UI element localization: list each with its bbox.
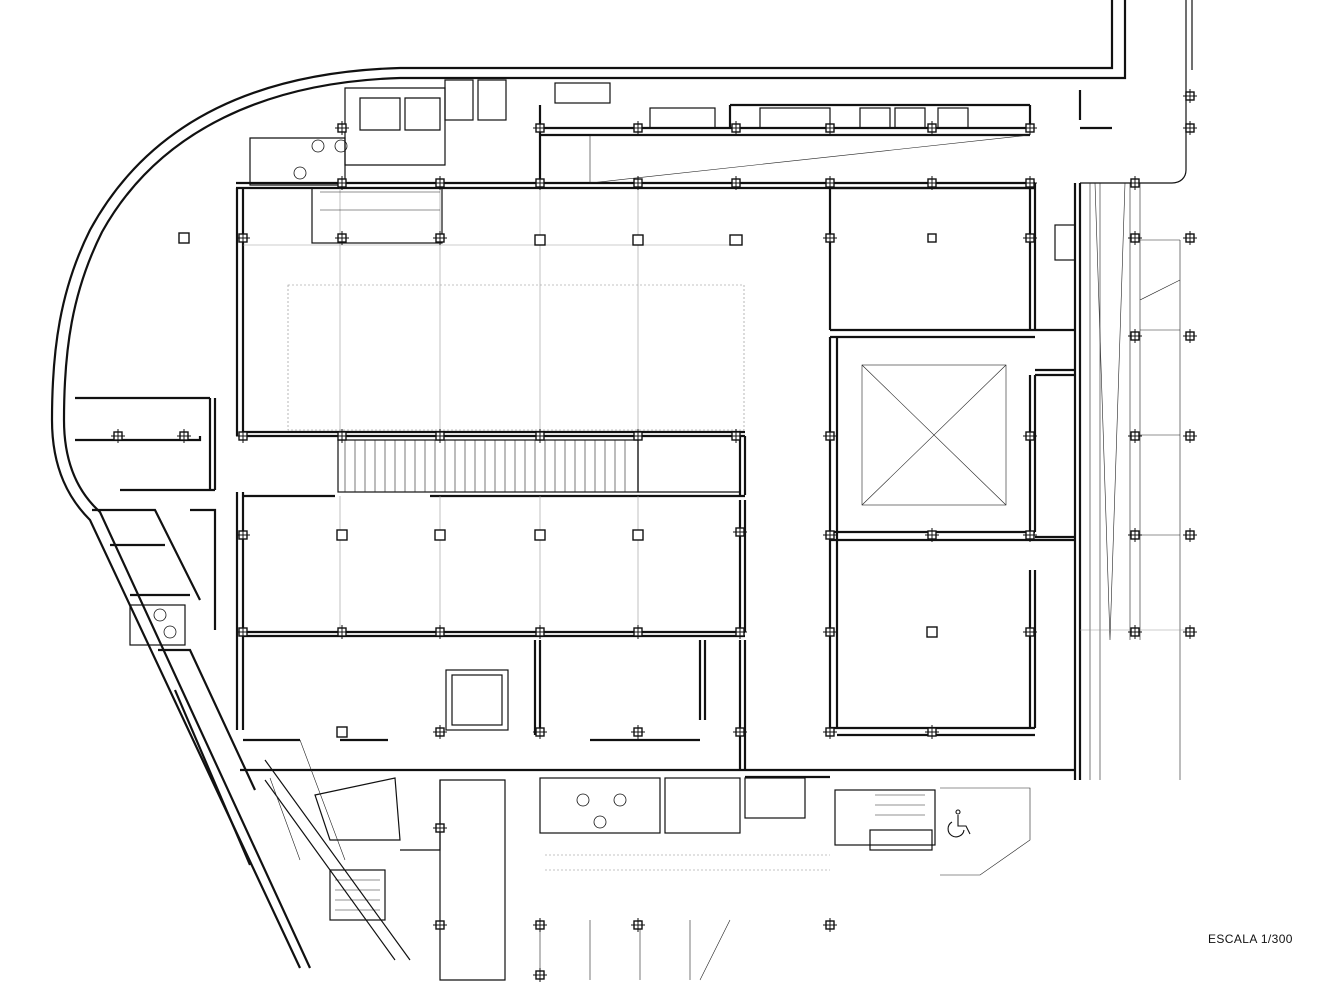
curved-facade bbox=[50, 0, 1193, 969]
structural-columns bbox=[111, 89, 1197, 982]
interior-details bbox=[75, 79, 1190, 981]
scale-label: ESCALA 1/300 bbox=[1208, 932, 1293, 946]
main-walls bbox=[235, 90, 1112, 780]
accessible-toilet-icons bbox=[153, 139, 627, 829]
wheelchair-icon bbox=[947, 809, 971, 838]
